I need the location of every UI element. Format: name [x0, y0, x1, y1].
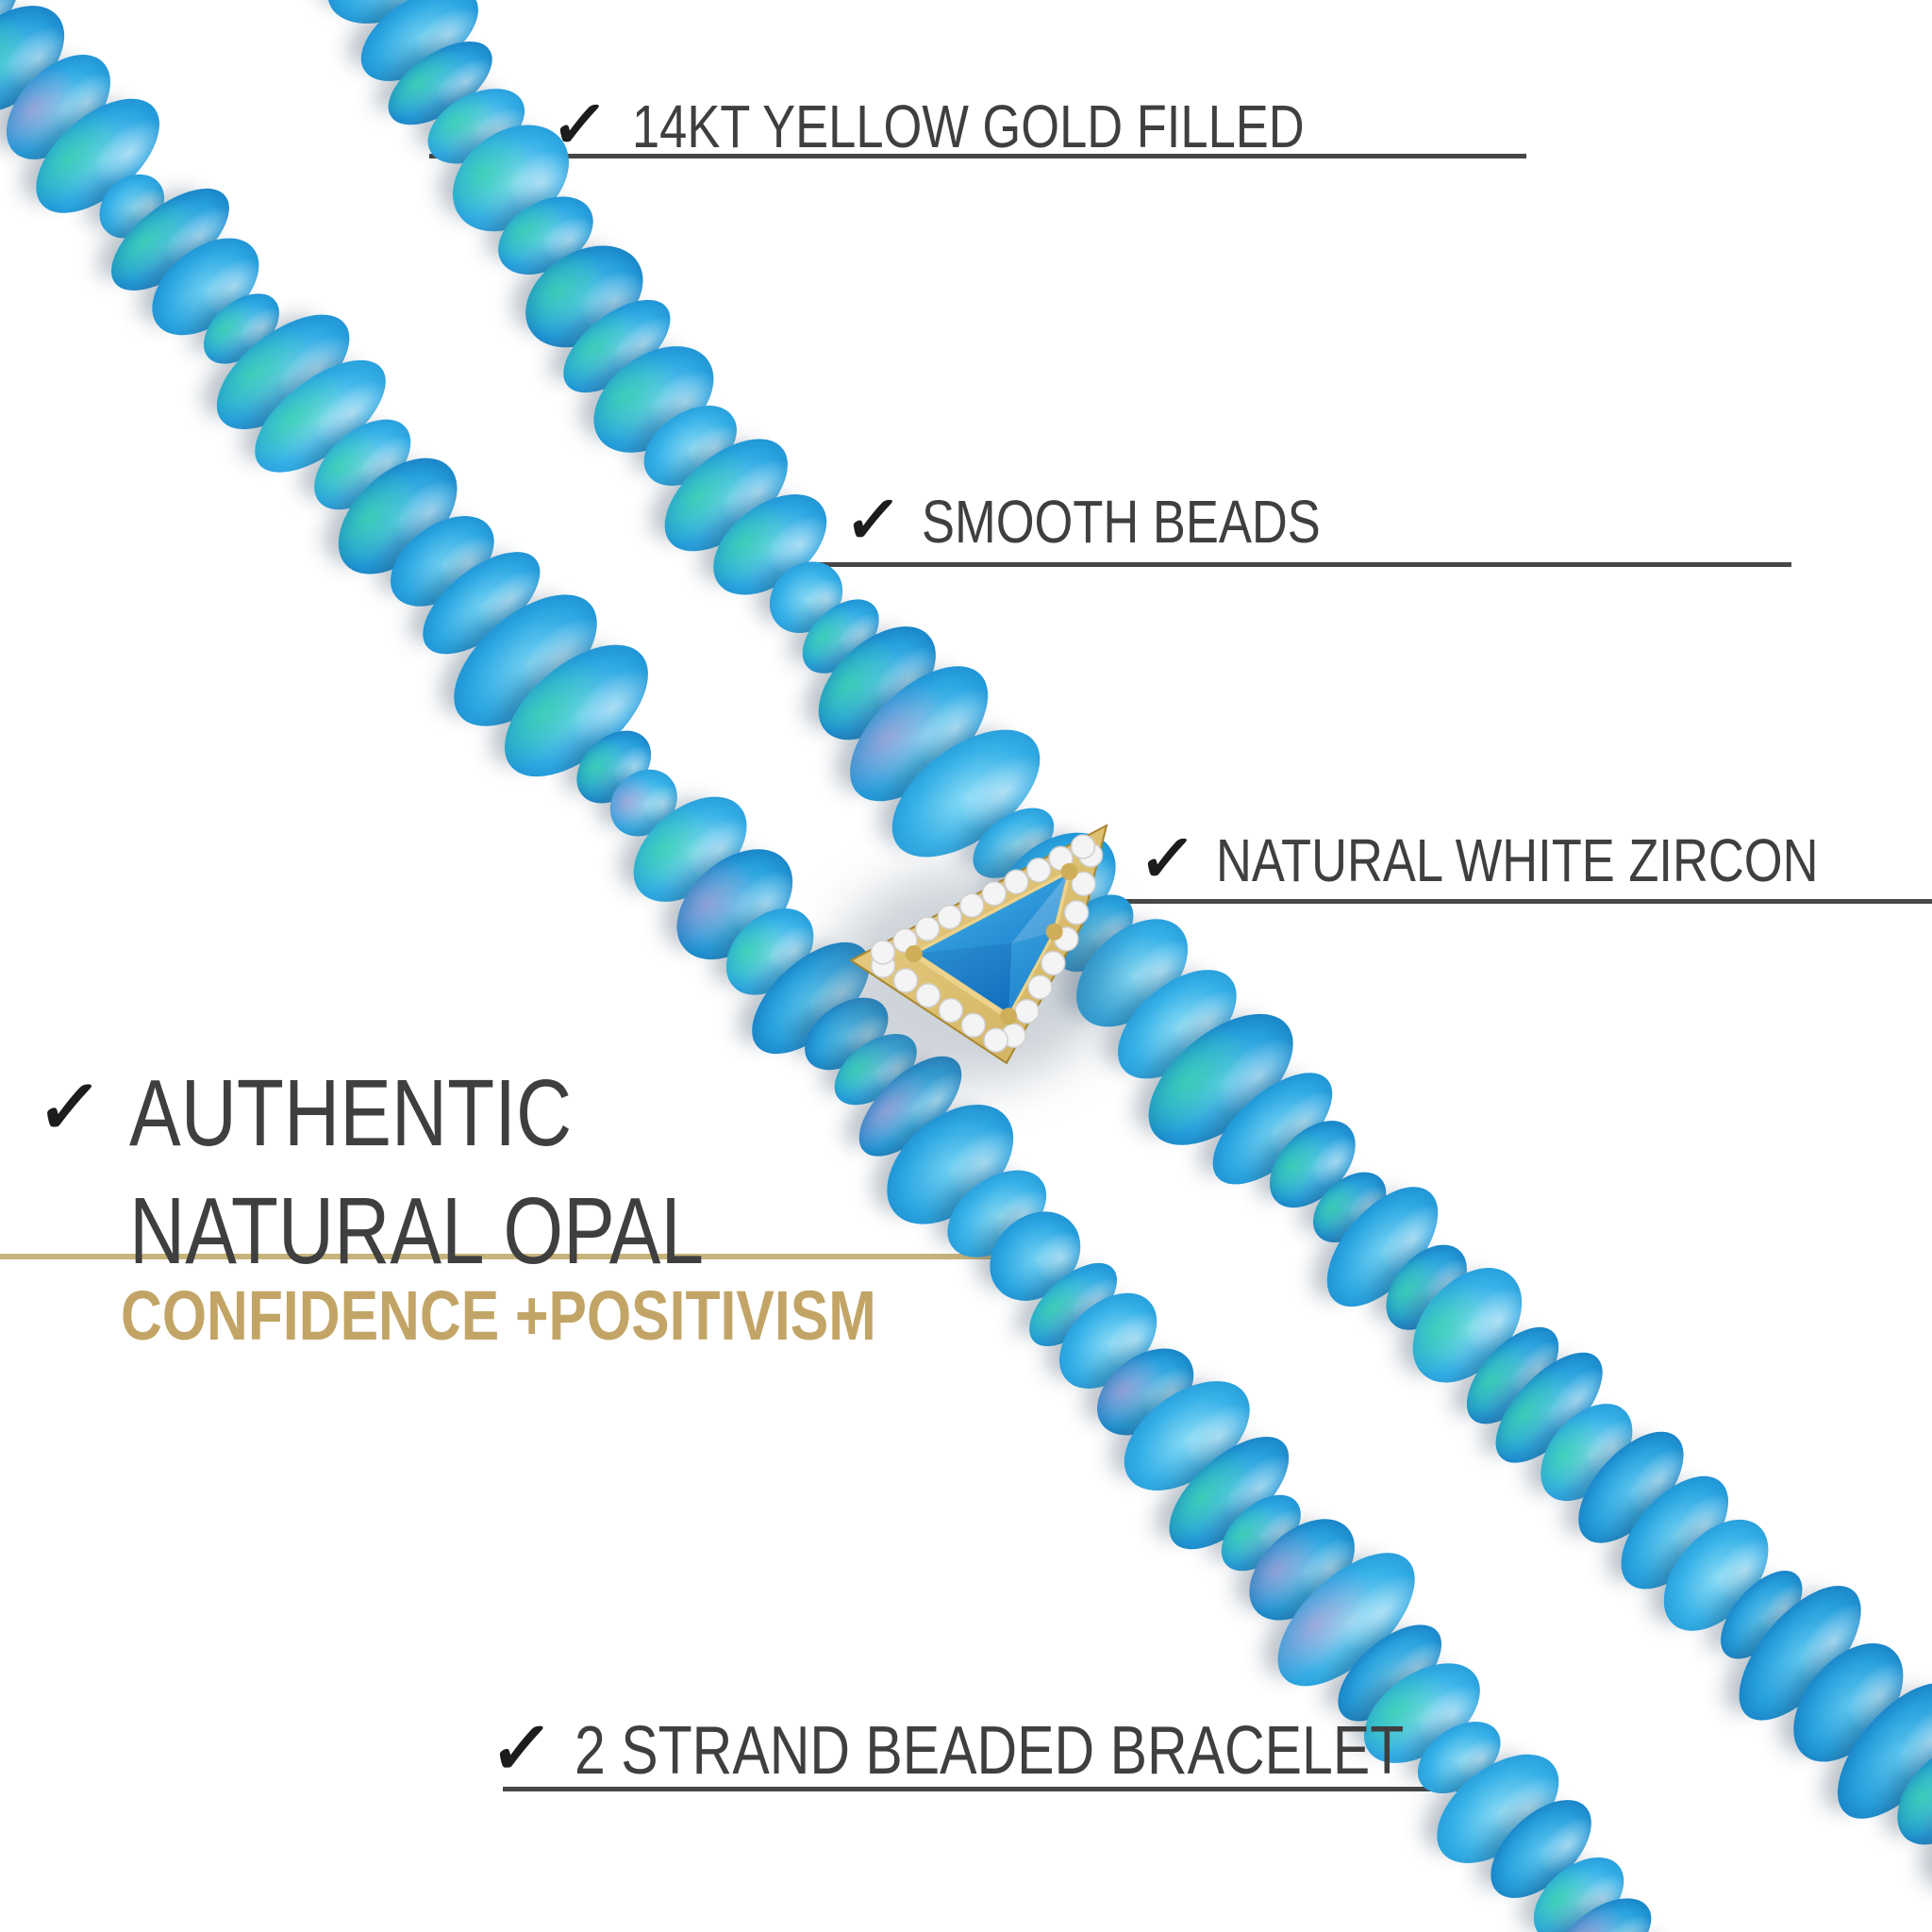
feature-text: SMOOTH BEADS [921, 488, 1321, 556]
feature-label-strands: ✓ 2 STRAND BEADED BRACELET [486, 1706, 1587, 1791]
feature-label-opal: ✓ AUTHENTIC NATURAL OPAL [33, 1055, 1073, 1291]
leader-line-zircon [1098, 899, 1932, 904]
check-icon: ✓ [1135, 822, 1199, 895]
check-icon: ✓ [841, 483, 905, 557]
leader-line-smooth-beads [798, 562, 1791, 567]
tagline-text: CONFIDENCE +POSITIVISM [121, 1276, 876, 1355]
check-icon: ✓ [547, 88, 611, 161]
check-icon: ✓ [486, 1707, 558, 1790]
feature-label-gold-filled: ✓ 14KT YELLOW GOLD FILLED [548, 86, 1452, 163]
feature-text: 2 STRAND BEADED BRACELET [575, 1713, 1405, 1789]
gold-divider-line [0, 1254, 1017, 1259]
feature-label-smooth-beads: ✓ SMOOTH BEADS [841, 481, 1407, 558]
feature-label-zircon: ✓ NATURAL WHITE ZIRCON [1136, 820, 1932, 897]
leader-line-strands [503, 1787, 1498, 1791]
opal-pendant [811, 809, 1128, 1077]
check-icon: ✓ [33, 1065, 106, 1149]
feature-text: AUTHENTIC NATURAL OPAL [129, 1060, 705, 1284]
leader-line-gold-filled [429, 154, 1526, 158]
feature-text: 14KT YELLOW GOLD FILLED [631, 92, 1305, 160]
feature-text: NATURAL WHITE ZIRCON [1215, 826, 1819, 894]
